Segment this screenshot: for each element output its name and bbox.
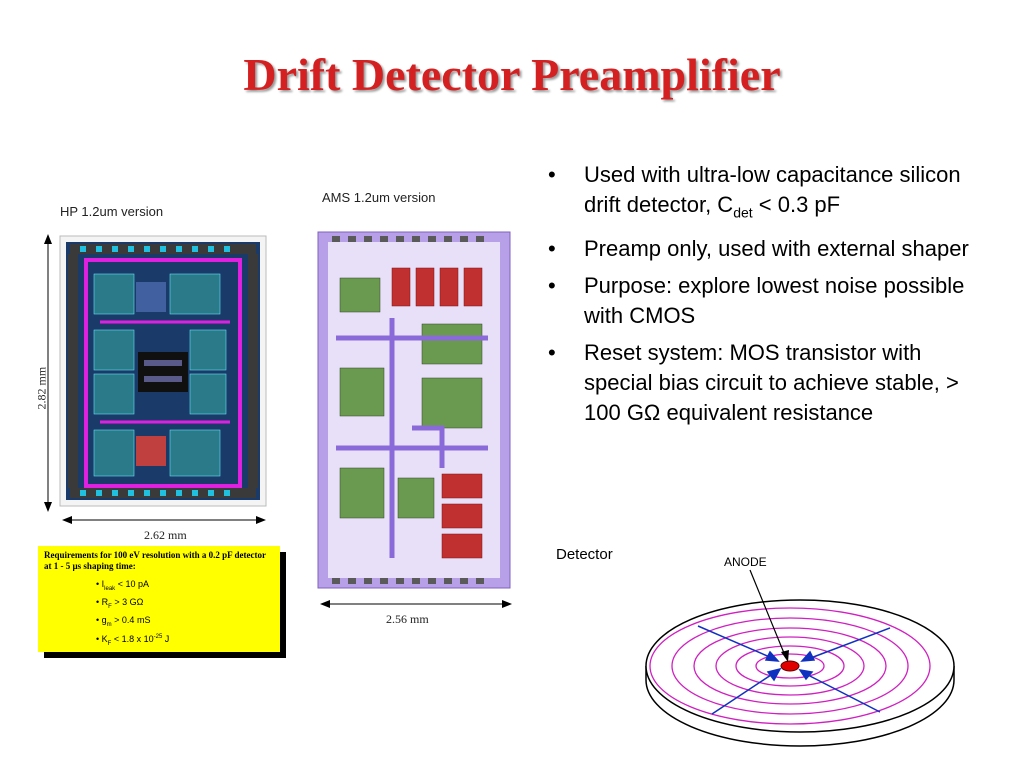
- hp-width-label: 2.62 mm: [144, 528, 187, 542]
- requirements-heading: Requirements for 100 eV resolution with …: [44, 550, 266, 571]
- bullet-item: • Preamp only, used with external shaper: [548, 234, 988, 264]
- hp-chip-layout: [44, 234, 267, 524]
- slide-title: Drift Detector Preamplifier: [243, 49, 781, 100]
- bullet-text-tail: < 0.3 pF: [752, 192, 841, 217]
- bullet-dot: •: [548, 236, 556, 262]
- bullet-list: • Used with ultra-low capacitance silicon…: [548, 160, 988, 435]
- bullet-text: Reset system: MOS transistor with specia…: [584, 340, 959, 426]
- bullet-text: Used with ultra-low capacitance silicon …: [584, 162, 961, 217]
- bullet-text: Preamp only, used with external shaper: [584, 236, 969, 262]
- requirements-list: • Ileak < 10 pA • RF > 3 GΩ • gm > 0.4 m…: [96, 578, 274, 651]
- bullet-item: • Used with ultra-low capacitance silicon…: [548, 160, 988, 227]
- ams-chip-layout: [317, 231, 512, 608]
- requirement-item: • RF > 3 GΩ: [96, 596, 144, 610]
- requirement-item: • KF < 1.8 x 10-25 J: [96, 634, 170, 648]
- hp-chip-label: HP 1.2um version: [60, 204, 164, 219]
- requirement-item: • Ileak < 10 pA: [96, 579, 149, 592]
- bullet-dot: •: [548, 162, 556, 187]
- requirements-box: Requirements for 100 eV resolution with …: [38, 546, 280, 652]
- detector-label: Detector: [556, 546, 613, 563]
- bullet-subscript: det: [733, 204, 753, 221]
- bullet-dot: •: [548, 273, 556, 299]
- hp-height-label: 2.82 mm: [34, 366, 49, 410]
- bullet-text: Purpose: explore lowest noise possible w…: [584, 273, 965, 329]
- ams-chip-label: AMS 1.2um version: [322, 190, 436, 205]
- bullet-dot: •: [548, 340, 556, 366]
- ams-width-label: 2.56 mm: [386, 612, 429, 626]
- anode-label: ANODE: [724, 555, 767, 569]
- bullet-item: • Reset system: MOS transistor with speci…: [548, 338, 988, 428]
- bullet-item: • Purpose: explore lowest noise possible …: [548, 271, 988, 331]
- detector-diagram: ANODE: [645, 555, 955, 747]
- requirement-item: • gm > 0.4 mS: [96, 614, 151, 628]
